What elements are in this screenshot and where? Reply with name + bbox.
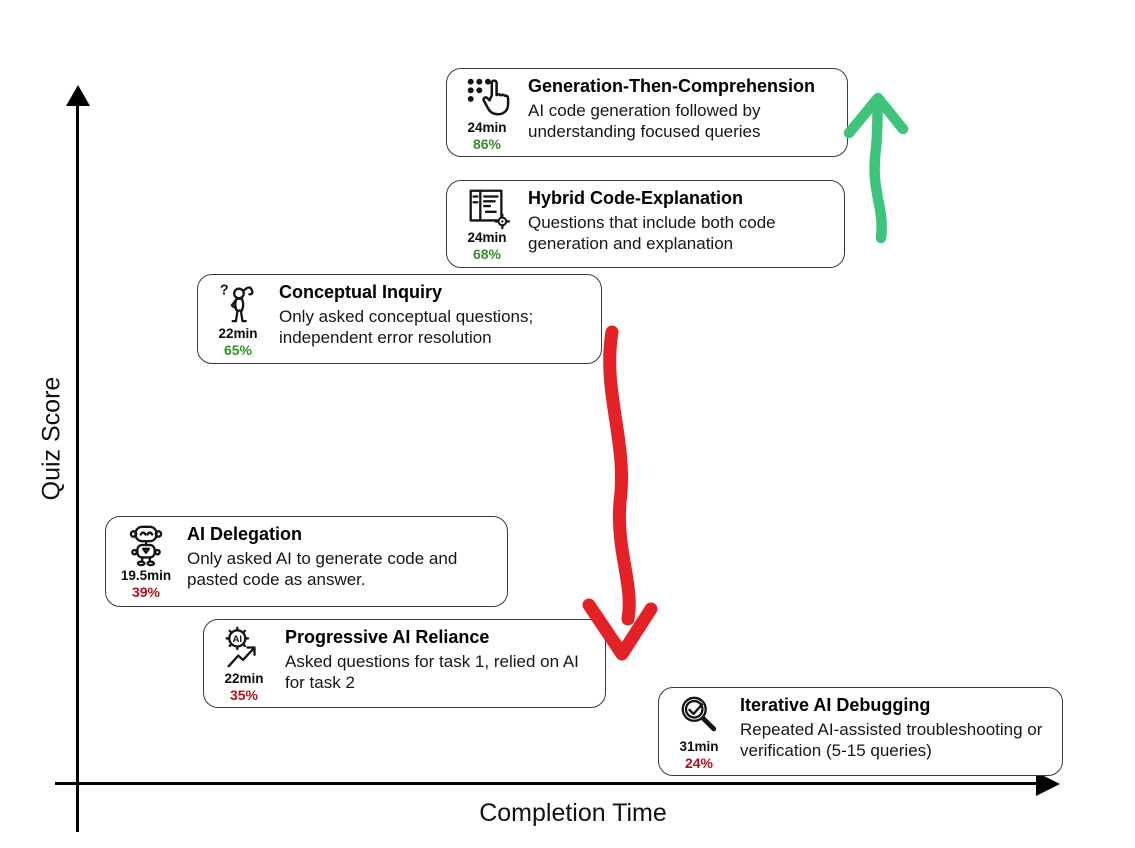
card-title: Iterative AI Debugging [740, 695, 931, 715]
card-description: AI code generation followed by understan… [528, 100, 761, 142]
card-description: Asked questions for task 1, relied on AI… [285, 651, 579, 693]
time-label: 22min [218, 326, 258, 341]
card-hybrid-code-explanation: 24min 68% Hybrid Code-Explanation Questi… [446, 180, 845, 268]
card-title: Conceptual Inquiry [279, 282, 443, 302]
magnifier-check-icon [681, 696, 717, 732]
ai-gear-growth-icon: AI [225, 626, 256, 668]
red-down-arrow-icon [582, 325, 658, 661]
green-up-arrow-icon [843, 92, 909, 244]
card-description: Only asked AI to generate code and paste… [187, 548, 458, 590]
score-label: 24% [684, 755, 714, 772]
card-title: Generation-Then-Comprehension [528, 76, 816, 96]
y-axis-arrowhead-icon [66, 85, 90, 106]
time-label: 31min [679, 739, 719, 754]
document-gear-icon [469, 189, 510, 230]
y-axis-line [76, 100, 80, 832]
score-label: 68% [472, 246, 502, 263]
x-axis-line [55, 782, 1040, 786]
card-progressive-ai-reliance: AI 22min 35% Progressive AI Reliance Ask… [203, 619, 606, 708]
score-label: 39% [131, 584, 161, 601]
card-description: Repeated AI-assisted troubleshooting or … [740, 719, 1043, 761]
card-generation-then-comprehension: 24min 86% Generation-Then-Comprehension … [446, 68, 848, 157]
card-description: Only asked conceptual questions; indepen… [279, 306, 534, 348]
svg-text:AI: AI [233, 634, 243, 645]
card-title: AI Delegation [187, 524, 303, 544]
card-conceptual-inquiry: ? 22min 65% Conceptual Inquiry Only aske… [197, 274, 602, 364]
card-title: Hybrid Code-Explanation [528, 188, 744, 208]
y-axis-label: Quiz Score [37, 376, 66, 501]
card-title: Progressive AI Reliance [285, 627, 490, 647]
time-label: 22min [224, 671, 264, 686]
score-label: 86% [472, 136, 502, 153]
thinking-person-icon: ? [220, 282, 254, 323]
tap-select-icon [467, 78, 510, 116]
svg-text:?: ? [220, 282, 229, 298]
score-label: 65% [223, 342, 253, 359]
card-ai-delegation: 19.5min 39% AI Delegation Only asked AI … [105, 516, 508, 607]
time-label: 24min [467, 230, 507, 245]
card-description: Questions that include both code generat… [528, 212, 776, 254]
x-axis-label: Completion Time [479, 799, 667, 827]
time-label: 24min [467, 120, 507, 135]
card-iterative-ai-debugging: 31min 24% Iterative AI Debugging Repeate… [658, 687, 1063, 776]
score-label: 35% [229, 687, 259, 704]
time-label: 19.5min [120, 568, 172, 583]
robot-icon [129, 525, 163, 567]
x-axis-arrowhead-icon [1036, 772, 1060, 796]
